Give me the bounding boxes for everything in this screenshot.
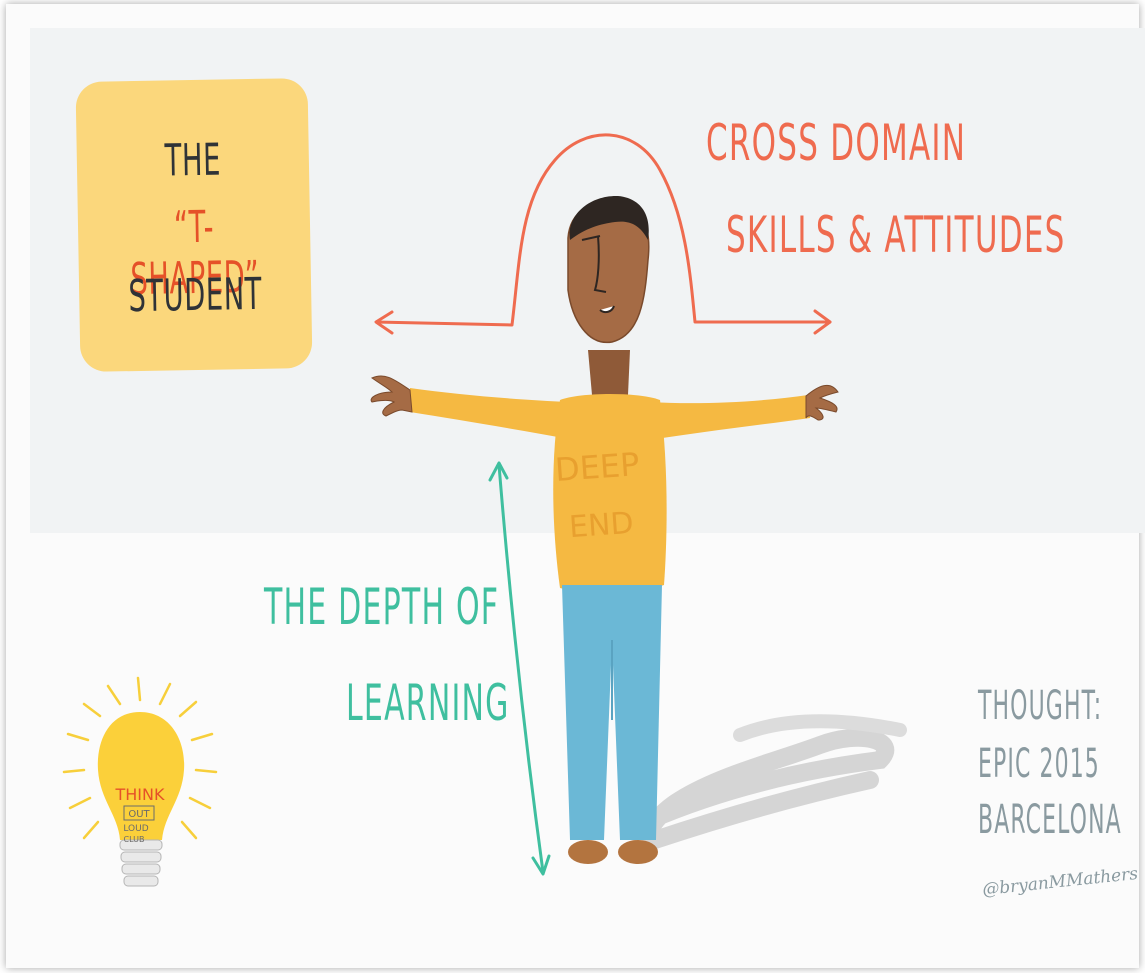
bulb-text-out: OUT [128, 809, 150, 820]
credit-event: EPIC 2015 [978, 741, 1100, 787]
hair [569, 195, 649, 240]
credit-city: BARCELONA [978, 797, 1122, 843]
cross-domain-heading: CROSS DOMAIN [706, 114, 967, 172]
light-bulb-icon: THINK OUT LOUD CLUB [62, 676, 218, 887]
sweater [553, 394, 667, 594]
shirt-text-end: END [568, 506, 635, 545]
student-figure [370, 195, 839, 864]
depth-of-heading: THE DEPTH OF [264, 578, 500, 636]
bulb-text-think: THINK [115, 785, 165, 804]
depth-arrow [488, 461, 551, 876]
shirt-text-deep: DEEP [554, 445, 641, 489]
credit-thought: THOUGHT: [978, 683, 1103, 729]
left-sleeve [410, 388, 575, 440]
learning-heading: LEARNING [346, 674, 510, 732]
skills-attitudes-heading: SKILLS & ATTITUDES [726, 206, 1066, 264]
cross-domain-arrow [374, 133, 832, 335]
floor-shadow [640, 714, 907, 850]
right-sleeve [650, 395, 810, 440]
pants [562, 585, 662, 840]
bulb-text-club: CLUB [124, 835, 145, 844]
bulb-text-loud: LOUD [123, 824, 148, 834]
